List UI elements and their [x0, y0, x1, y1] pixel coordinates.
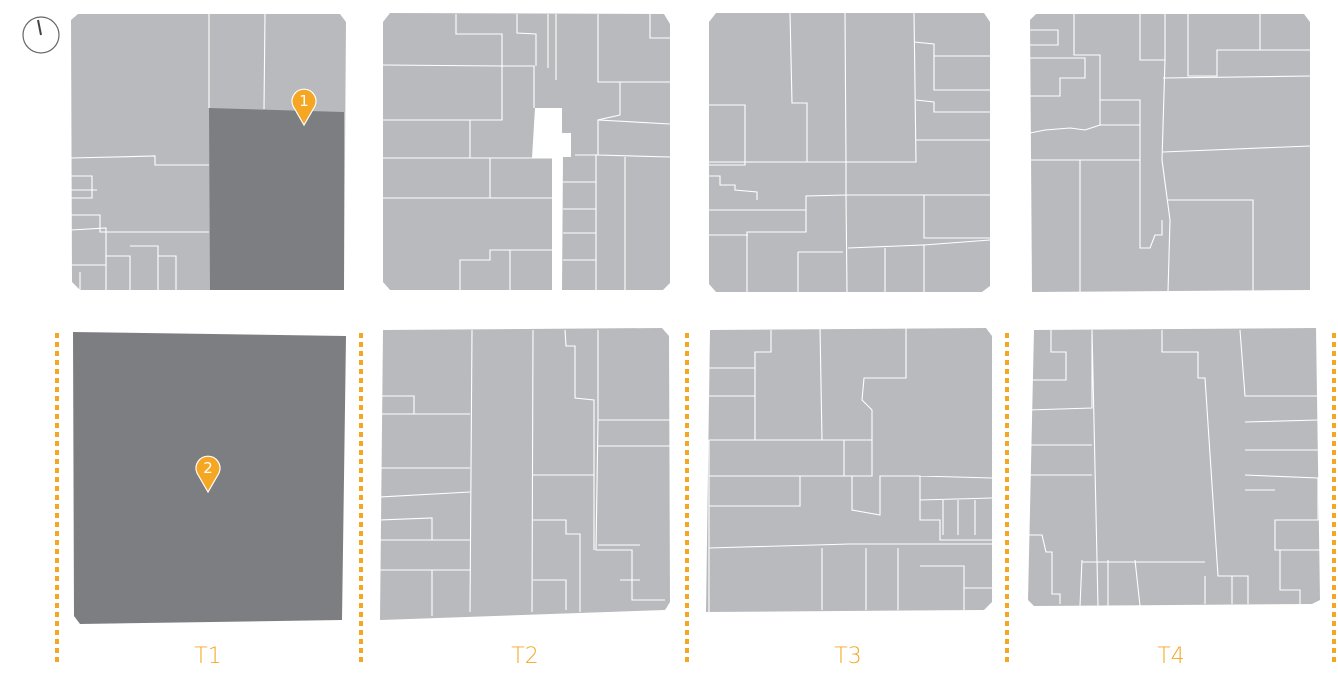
parcel-area	[1030, 14, 1310, 292]
column-label-t2: T2	[465, 644, 585, 669]
parcel-area	[709, 13, 990, 292]
column-label-t1: T1	[148, 644, 268, 669]
parcel-area	[1028, 328, 1320, 606]
parcel-area	[706, 328, 992, 612]
panel-t2-bottom	[380, 328, 670, 620]
compass-dial-icon	[23, 17, 59, 53]
panel-t3-bottom	[706, 328, 992, 612]
parcel-area	[383, 13, 670, 290]
panel-t3-top	[709, 13, 990, 292]
marker-number: 1	[299, 92, 309, 110]
panel-t1-top	[71, 14, 346, 290]
parcel-area	[380, 328, 670, 620]
column-label-t4: T4	[1111, 644, 1231, 669]
panel-t2-top	[383, 13, 670, 290]
column-label-t3: T3	[788, 644, 908, 669]
panel-t4-top	[1030, 14, 1310, 292]
marker-number: 2	[203, 459, 213, 477]
panel-t4-bottom	[1028, 328, 1320, 606]
highlighted-parcel	[209, 108, 344, 290]
